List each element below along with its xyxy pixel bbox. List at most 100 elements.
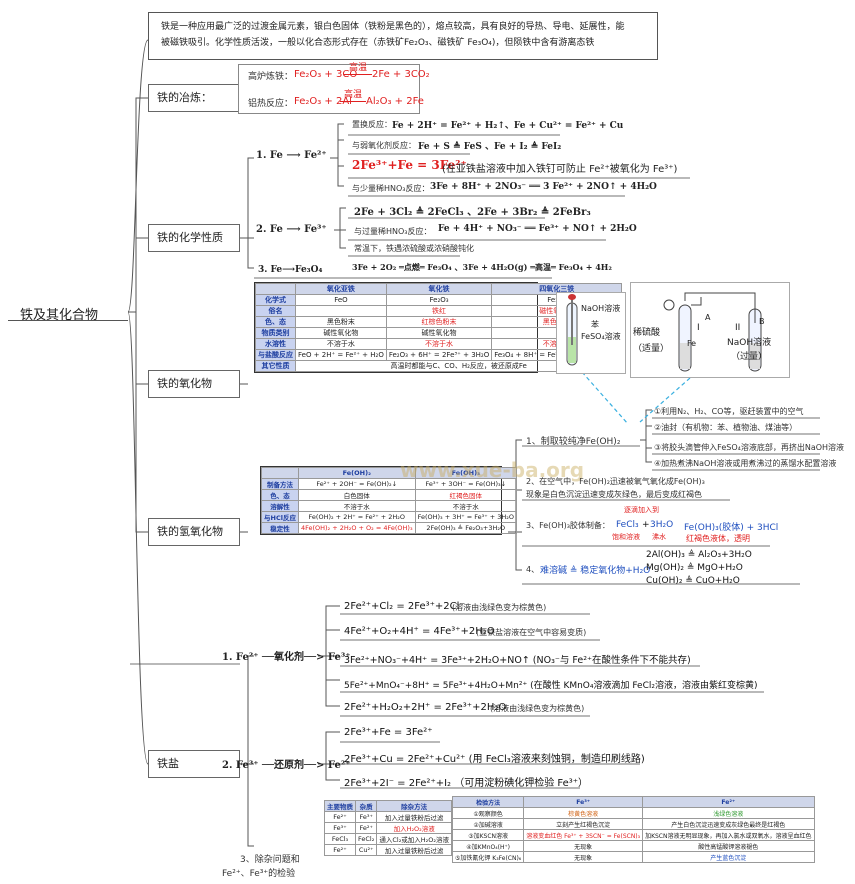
table-cell: 酸性高锰酸钾溶液褪色: [642, 840, 815, 852]
table-cell: Fe³⁺: [354, 811, 378, 823]
right-naoh-label: NaOH溶液: [727, 338, 772, 348]
table-header-cell: 氧化亚铁: [295, 283, 387, 295]
hyd-m3: ③将胶头滴管伸入FeSO₄溶液底部，再挤出NaOH溶液: [654, 443, 845, 452]
table-cell: Fe²⁺: [354, 822, 378, 834]
salt-b1-e3: 3Fe²⁺+NO₃⁻+4H⁺ = 3Fe³⁺+2H₂O+NO↑ (NO₃⁻与 F…: [344, 655, 691, 666]
table-cell: 高温时都能与C、CO、H₂反应，被还原成Fe: [294, 360, 623, 372]
salt-b3-label-2: Fe²⁺、Fe³⁺的检验: [222, 869, 296, 879]
right-b-label: B: [759, 317, 765, 326]
table-cell: 2Fe(OH)₃ ≜ Fe₂O₃+3H₂O: [414, 522, 517, 534]
intro-line-1: 铁是一种应用最广泛的过渡金属元素，银白色固体（铁粉是黑色的），熔点较高，具有良好…: [161, 22, 625, 32]
table-cell: FeO: [295, 294, 387, 306]
table-cell: 不溶于水: [385, 338, 493, 350]
table-cell: 水溶性: [255, 338, 296, 350]
hyd-p3-reag2: 3H₂O: [650, 520, 674, 530]
table-cell: 溶解性: [261, 500, 299, 512]
table-cell: 浅绿色溶液: [642, 807, 815, 819]
intro-line-2: 被磁铁吸引。化学性质活泼，一般以化合态形式存在（赤铁矿Fe₂O₃、磁铁矿 Fe₃…: [161, 38, 595, 48]
salt-b3-label-1: 3、除杂问题和: [240, 855, 300, 865]
node-iron-salts: 铁盐: [148, 750, 240, 778]
chem-b1-l1-eq: Fe + 2H⁺ = Fe²⁺ + H₂↑、Fe + Cu²⁺ = Fe²⁺ +…: [392, 121, 624, 131]
thermite-arrow: [340, 101, 366, 102]
hyd-p3-sat: 饱和溶液: [612, 533, 640, 541]
table-cell: 碱性氧化物: [295, 327, 387, 339]
hyd-m1: ①利用N₂、H₂、CO等，驱赶装置中的空气: [654, 407, 804, 416]
table-header-cell: Fe²⁺: [642, 796, 815, 808]
right-i-label: I: [697, 323, 700, 333]
salt-branch-2: 2. Fe³⁺ ──还原剂──> Fe²⁺: [222, 760, 351, 771]
chem-b1-l3-note: (在亚铁盐溶液中加入铁钉可防止 Fe²⁺被氧化为 Fe³⁺): [442, 164, 678, 175]
table-cell: 稳定性: [261, 522, 299, 534]
table-row: 其它性质高温时都能与C、CO、H₂反应，被还原成Fe: [255, 360, 623, 372]
hyd-p4-eq3: Cu(OH)₂ ≜ CuO+H₂O: [646, 576, 740, 586]
hyd-p3-label: 3、Fe(OH)₃胶体制备：: [526, 521, 610, 530]
chem-b3-eq: 3Fe + 2O₂ ═点燃═ Fe₃O₄ 、3Fe + 4H₂O(g) ═高温═…: [352, 262, 612, 272]
blast-eq-left: Fe₂O₃ + 3CO: [294, 69, 358, 80]
table-cell: 俗名: [255, 305, 296, 317]
thermite-eq-left: Fe₂O₃ + 2Al: [294, 96, 352, 107]
hyd-p3-note: 红褐色液体，透明: [686, 534, 750, 543]
table-cell: 加入过量铁粉后过滤: [376, 811, 453, 823]
node-hydroxides: 铁的氢氧化物: [148, 518, 240, 546]
table-cell: ⑤加铁氰化钾 K₃Fe(CN)₆: [451, 851, 525, 863]
table-header-cell: 除杂方法: [376, 800, 453, 812]
right-fe-label: Fe: [687, 339, 697, 348]
table-cell: 溶液变血红色 Fe³⁺ + 3SCN⁻ = Fe(SCN)₃: [523, 829, 644, 841]
table-cell: 制备方法: [261, 478, 299, 490]
table-cell: 物质类别: [255, 327, 296, 339]
salt-b1-e4: 5Fe²⁺+MnO₄⁻+8H⁺ = 5Fe³⁺+4H₂O+Mn²⁺ (在酸性 K…: [344, 681, 758, 691]
salt-b2-e2: 2Fe³⁺+Cu = 2Fe²⁺+Cu²⁺ (用 FeCl₃溶液来刻蚀铜，制造印…: [344, 754, 645, 765]
table-cell: ④加KMnO₄(H⁺): [451, 840, 525, 852]
right-naoh2-label: （过量）: [731, 352, 768, 362]
table-cell: 无现象: [523, 851, 644, 863]
table-row: 水溶性不溶于水不溶于水不溶于水: [255, 338, 623, 350]
oxide-table-wrap: 氧化亚铁氧化铁四氧化三铁化学式FeOFe₂O₃Fe₃O₄俗名铁红磁性氧化铁色、态…: [254, 282, 623, 373]
chem-b1-l3-eq: 2Fe³⁺+Fe = 3Fe²⁺: [352, 158, 467, 172]
node-smelting: 铁的冶炼：: [148, 84, 240, 112]
salt-b1-e2: 4Fe²⁺+O₂+4H⁺ = 4Fe³⁺+2H₂O: [344, 626, 495, 637]
table-header-cell: 氧化铁: [385, 283, 493, 295]
salt-b1-e1: 2Fe²⁺+Cl₂ = 2Fe³⁺+2Cl⁻: [344, 601, 465, 612]
table-header-row: 主要物质杂质除杂方法: [324, 800, 453, 812]
chem-b1-l4-label: 与少量稀HNO₃反应：: [352, 184, 430, 193]
chem-b2-l3: 常温下，铁遇浓硫酸或浓硝酸钝化: [354, 244, 474, 253]
smelting-box: [238, 64, 420, 114]
table-cell: 其它性质: [255, 360, 296, 372]
table-header-cell: [261, 467, 299, 479]
chem-b1-l1-label: 置换反应：: [352, 120, 392, 129]
table-cell: 红棕色粉末: [385, 316, 493, 328]
table-cell: 不溶于水: [297, 500, 416, 512]
chem-b2-l1-eq: 2Fe + 3Cl₂ ≜ 2FeCl₃ 、2Fe + 3Br₂ ≜ 2FeBr₃: [354, 207, 591, 218]
chem-branch-1: 1. Fe ⟶ Fe²⁺: [256, 150, 327, 161]
chem-b1-l4-eq: 3Fe + 8H⁺ + 2NO₃⁻ ══ 3 Fe²⁺ + 2NO↑ + 4H₂…: [430, 182, 657, 192]
table-cell: Fe²⁺: [324, 811, 356, 823]
table-cell: Fe₂O₃ + 6H⁺ = 2Fe³⁺ + 3H₂O: [385, 349, 493, 361]
table-cell: 化学式: [255, 294, 296, 306]
table-cell: ②加碱溶液: [451, 818, 525, 830]
blast-eq-right: 2Fe + 3CO₂: [372, 69, 430, 80]
watermark: www.xue-ba.org: [400, 458, 585, 482]
hyd-p2-l2: 现象是白色沉淀迅速变成灰绿色，最后变成红褐色: [526, 490, 702, 499]
table-cell: 与盐酸反应: [255, 349, 296, 361]
table-row: 溶解性不溶于水不溶于水: [261, 500, 517, 512]
table-row: Fe³⁺Fe²⁺加入H₂O₂溶液: [324, 822, 453, 834]
hyd-p4-eq1: 2Al(OH)₃ ≜ Al₂O₃+3H₂O: [646, 550, 752, 560]
right-excess-label: （适量）: [633, 344, 670, 354]
table-row: ②加碱溶液立刻产生红褐色沉淀产生白色沉淀迅速变成灰绿色最终是红褐色: [451, 818, 815, 830]
table-cell: 加KSCN溶液无明显现象，再加入氯水或双氧水，溶液呈血红色: [642, 829, 815, 841]
chem-b2-l2-label: 与过量稀HNO₃反应：: [354, 227, 432, 236]
table-cell: 不溶于水: [414, 500, 517, 512]
table-cell: 红褐色固体: [414, 489, 517, 501]
root-underline: [8, 320, 128, 321]
table-row: Fe²⁺Cu²⁺加入过量铁粉后过滤: [324, 844, 453, 856]
chem-b1-l2-eq: Fe + S ≜ FeS 、Fe + I₂ ≜ FeI₂: [418, 142, 562, 152]
table-cell: 通入Cl₂或加入H₂O₂溶液: [376, 833, 453, 845]
table-header-cell: 主要物质: [324, 800, 356, 812]
